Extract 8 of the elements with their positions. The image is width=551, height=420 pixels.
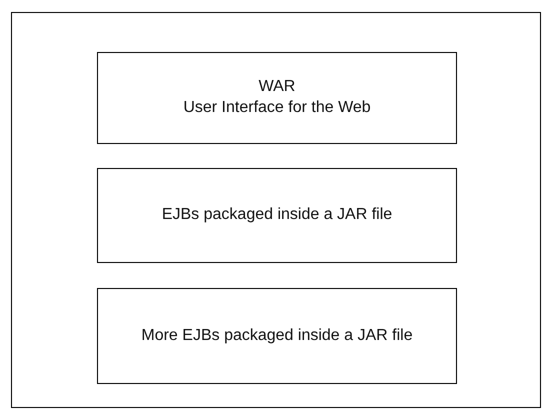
box-heading: WAR (258, 77, 296, 98)
component-box (97, 52, 457, 144)
component-box (97, 168, 457, 263)
box-text: User Interface for the Web (183, 98, 371, 118)
box-text: EJBs packaged inside a JAR file (162, 205, 392, 226)
component-box (97, 288, 457, 384)
container-box (11, 12, 541, 408)
box-text: More EJBs packaged inside a JAR file (141, 326, 413, 346)
